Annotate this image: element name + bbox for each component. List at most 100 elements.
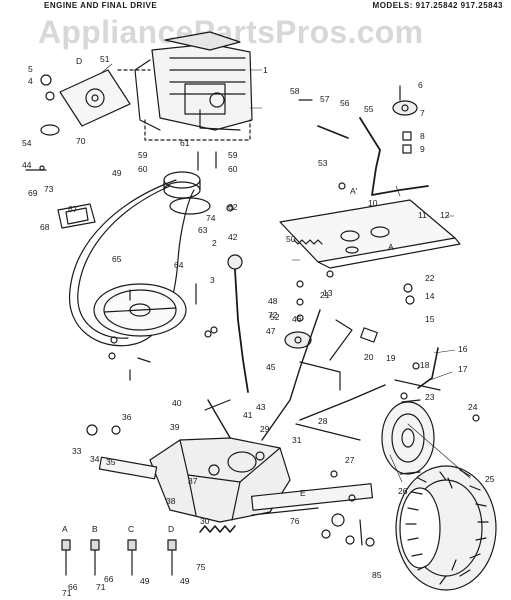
callout-A-prime: A' — [350, 186, 358, 196]
callout-11: 11 — [418, 210, 427, 220]
callout-64: 64 — [174, 260, 184, 270]
callout-36: 36 — [122, 412, 132, 422]
callout-24: 24 — [468, 402, 478, 412]
callout-53: 53 — [318, 158, 328, 168]
callout-50: 50 — [286, 234, 296, 244]
callout-20: 20 — [364, 352, 374, 362]
callout-58: 58 — [290, 86, 300, 96]
callout-75: 75 — [196, 562, 206, 572]
callout-60: 60 — [138, 164, 148, 174]
legend-d-part-49: 49 — [180, 576, 190, 586]
legend-letter-d: D — [168, 524, 174, 534]
model-numbers: MODELS: 917.25842 917.25843 — [372, 1, 503, 10]
callout-61: 61 — [180, 138, 190, 148]
large-pulley — [93, 283, 187, 337]
callout-63: 63 — [198, 225, 208, 235]
callout-4: 4 — [28, 76, 33, 86]
diagram-title: ENGINE AND FINAL DRIVE — [44, 1, 158, 10]
callout-10: 10 — [368, 198, 378, 208]
callout-22: 22 — [425, 273, 435, 283]
callout-1: 1 — [263, 65, 268, 75]
callout-43: 43 — [256, 402, 266, 412]
callout-26: 26 — [398, 486, 408, 496]
callout-59: 59 — [138, 150, 148, 160]
callout-41: 41 — [243, 410, 253, 420]
callout-29: 29 — [260, 424, 270, 434]
callout-59b: 59 — [228, 150, 238, 160]
legend-a-part-71: 71 — [62, 588, 72, 598]
callout-40: 40 — [172, 398, 182, 408]
callout-51: 51 — [100, 54, 110, 64]
callout-5: 5 — [28, 64, 33, 74]
callout-72: 72 — [268, 310, 278, 320]
callout-9: 9 — [420, 144, 425, 154]
legend-b-part-66: 66 — [104, 574, 114, 584]
callout-69: 69 — [28, 188, 38, 198]
callout-28: 28 — [318, 416, 328, 426]
callout-76: 76 — [290, 516, 300, 526]
callout-42: 42 — [228, 232, 238, 242]
callout-37: 37 — [188, 476, 198, 486]
tire — [395, 465, 497, 591]
callout-73: 73 — [44, 184, 54, 194]
callout-14: 14 — [425, 291, 435, 301]
transaxle — [98, 437, 374, 523]
callout-23: 23 — [425, 392, 435, 402]
callout-D: D — [76, 56, 82, 66]
callout-13: 13 — [323, 288, 333, 298]
mounting-plate — [59, 69, 131, 127]
callout-30: 30 — [200, 516, 210, 526]
callout-35: 35 — [106, 457, 116, 467]
callout-57: 57 — [320, 94, 330, 104]
bolts — [25, 74, 480, 576]
callout-18: 18 — [420, 360, 430, 370]
callout-12: 12 — [440, 210, 450, 220]
wheel-rim — [381, 399, 435, 475]
callout-7: 7 — [420, 108, 425, 118]
legend-letter-b: B — [92, 524, 98, 534]
callout-44: 44 — [22, 160, 32, 170]
callout-55: 55 — [364, 104, 374, 114]
callout-19: 19 — [386, 353, 396, 363]
callout-E: E — [300, 488, 306, 498]
callout-71: 71 — [96, 582, 106, 592]
callout-15: 15 — [425, 314, 435, 324]
callout-60b: 60 — [228, 164, 238, 174]
callout-65: 65 — [112, 254, 122, 264]
legend-letter-c: C — [128, 524, 134, 534]
callout-68: 68 — [40, 222, 50, 232]
callout-2: 2 — [212, 238, 217, 248]
callout-46: 46 — [292, 314, 302, 324]
callout-49: 49 — [112, 168, 122, 178]
callout-47: 47 — [266, 326, 276, 336]
leader-lines — [99, 63, 471, 483]
shift-lever — [234, 269, 249, 393]
callout-38: 38 — [166, 496, 176, 506]
callout-56: 56 — [340, 98, 350, 108]
callout-67: 67 — [68, 204, 78, 214]
callout-85: 85 — [372, 570, 382, 580]
legend-c-part-49: 49 — [140, 576, 150, 586]
callout-52: 52 — [270, 312, 280, 322]
legend-letter-a: A — [62, 524, 68, 534]
callout-17: 17 — [458, 364, 468, 374]
callout-39: 39 — [170, 422, 180, 432]
callout-33: 33 — [72, 446, 82, 456]
callout-66: 66 — [68, 582, 78, 592]
callout-27: 27 — [345, 455, 355, 465]
callout-62: 62 — [228, 202, 238, 212]
callout-8: 8 — [420, 131, 425, 141]
callout-31: 31 — [292, 435, 302, 445]
callout-45: 45 — [266, 362, 276, 372]
callout-16: 16 — [458, 344, 468, 354]
callout-34: 34 — [90, 454, 100, 464]
callout-54: 54 — [22, 138, 32, 148]
callout-21: 21 — [320, 290, 330, 300]
callout-25: 25 — [485, 474, 495, 484]
callout-74: 74 — [206, 213, 216, 223]
callout-70: 70 — [76, 136, 86, 146]
callout-A: A — [388, 242, 394, 252]
